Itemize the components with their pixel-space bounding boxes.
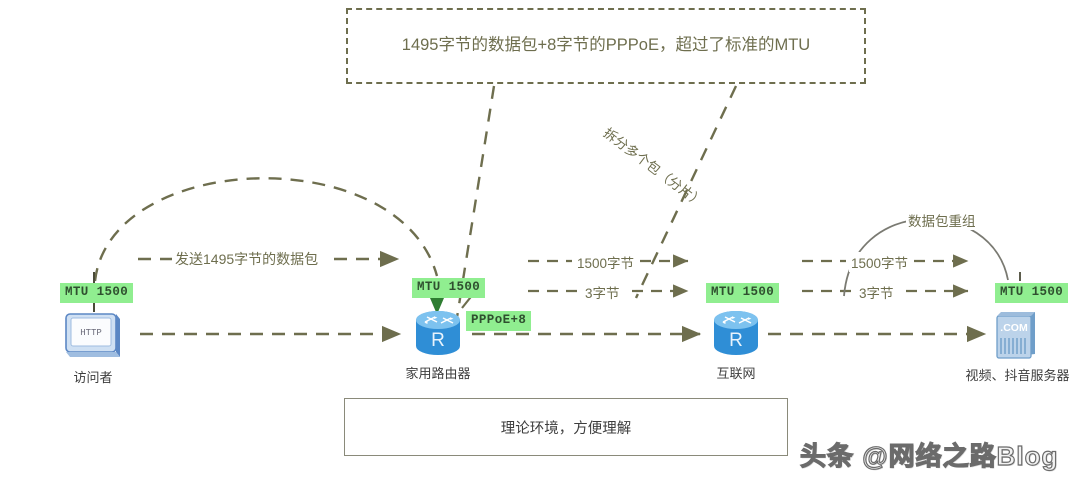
node-server-label: 视频、抖音服务器: [965, 368, 1070, 383]
desktop-computer-icon: HTTP: [38, 312, 148, 364]
node-visitor-label: 访问者: [73, 370, 113, 385]
status-badge-mtu-router: MTU 1500: [412, 278, 486, 298]
node-router-label: 家用路由器: [405, 366, 471, 381]
status-badge-mtu-internet: MTU 1500: [706, 283, 780, 303]
edge-label-send-packet: 发送1495字节的数据包: [173, 249, 321, 269]
node-internet[interactable]: R 互联网: [688, 308, 784, 382]
status-badge-pppoe: PPPoE+8: [466, 311, 532, 331]
edge-label-right-3: 3字节: [857, 282, 896, 302]
node-visitor[interactable]: HTTP 访问者: [38, 312, 148, 386]
note-box: 理论环境，方便理解: [344, 398, 788, 456]
edge-label-reassembly: 数据包重组: [906, 210, 978, 230]
svg-text:HTTP: HTTP: [80, 328, 102, 338]
router-icon: R: [688, 308, 784, 360]
svg-text:.COM: .COM: [1000, 322, 1028, 334]
node-router[interactable]: R 家用路由器: [390, 308, 486, 382]
status-badge-mtu-visitor: MTU 1500: [60, 283, 134, 303]
edge-label-mid-3: 3字节: [583, 282, 622, 302]
status-badge-mtu-server: MTU 1500: [995, 283, 1069, 303]
callout-text: 1495字节的数据包+8字节的PPPoE，超过了标准的MTU: [401, 36, 811, 55]
router-icon: R: [390, 308, 486, 360]
edge-label-mid-1500: 1500字节: [575, 252, 637, 272]
edge-label-fragmentation: 拆分多个包（分片）: [600, 125, 707, 211]
watermark: 头条 @网络之路Blog: [799, 440, 1059, 471]
svg-text:R: R: [431, 330, 445, 351]
server-icon: .COM: [955, 310, 1080, 362]
node-server[interactable]: .COM 视频、抖音服务器: [955, 310, 1080, 384]
node-internet-label: 互联网: [716, 366, 756, 381]
svg-text:R: R: [729, 330, 743, 351]
note-box-text: 理论环境，方便理解: [500, 420, 632, 437]
edge-label-right-1500: 1500字节: [849, 252, 911, 272]
callout-box: 1495字节的数据包+8字节的PPPoE，超过了标准的MTU: [346, 8, 866, 84]
